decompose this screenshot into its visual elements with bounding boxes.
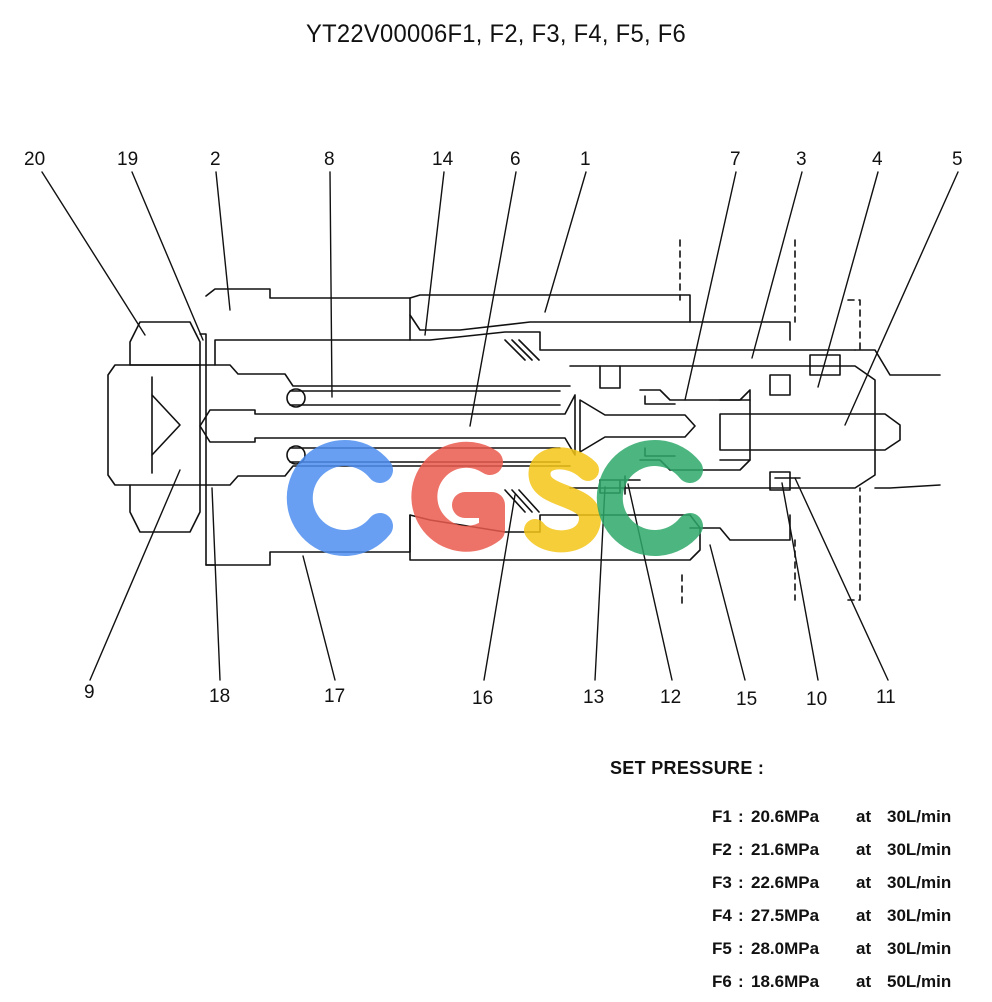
part-labels: 20 19 2 8 14 6 1 7 3 4 5 9 18 17 16 13 1…: [24, 149, 963, 710]
part-label-7: 7: [730, 149, 741, 170]
row-id: F4: [712, 906, 732, 925]
watermark-letter-c1: [286, 440, 393, 556]
row-at: at: [856, 972, 872, 991]
set-pressure-row: F3:22.6MPa at 30L/min: [712, 870, 957, 903]
part-label-1: 1: [580, 149, 591, 170]
part-label-2: 2: [210, 149, 221, 170]
row-id: F2: [712, 840, 732, 859]
watermark-letter-g: [411, 441, 505, 552]
part-label-14: 14: [432, 149, 454, 170]
row-id: F3: [712, 873, 732, 892]
valve-body-outline: [107, 239, 941, 606]
row-at: at: [856, 840, 872, 859]
row-colon: :: [738, 906, 744, 925]
part-label-9: 9: [84, 682, 95, 703]
diagram-title: YT22V00006F1, F2, F3, F4, F5, F6: [305, 20, 687, 48]
leader-lines: [41, 171, 959, 681]
part-label-11: 11: [876, 687, 896, 708]
set-pressure-row: F5:28.0MPa at 30L/min: [712, 936, 957, 969]
row-at: at: [856, 939, 872, 958]
set-pressure-row: F6:18.6MPa at 50L/min: [712, 969, 957, 1002]
row-colon: :: [738, 972, 744, 991]
part-label-12: 12: [660, 687, 681, 708]
set-pressure-heading: SET PRESSURE :: [610, 758, 765, 778]
watermark-letter-s: [524, 447, 601, 553]
row-flow: 30L/min: [887, 873, 952, 892]
row-id: F6: [712, 972, 732, 991]
set-pressure-row: F4:27.5MPa at 30L/min: [712, 903, 957, 936]
row-id: F1: [712, 807, 732, 826]
row-at: at: [856, 906, 872, 925]
row-colon: :: [738, 807, 744, 826]
part-label-4: 4: [872, 149, 883, 170]
part-label-15: 15: [736, 689, 757, 710]
part-label-18: 18: [209, 686, 230, 707]
row-pressure: 18.6MPa: [751, 972, 820, 991]
part-label-3: 3: [796, 149, 807, 170]
watermark-letter-c2: [596, 440, 703, 556]
row-flow: 30L/min: [887, 939, 952, 958]
row-at: at: [856, 807, 872, 826]
row-pressure: 28.0MPa: [751, 939, 820, 958]
row-at: at: [856, 873, 872, 892]
part-label-6: 6: [510, 149, 521, 170]
cgsc-watermark: [286, 440, 703, 556]
part-label-17: 17: [324, 686, 345, 707]
part-label-16: 16: [472, 688, 493, 709]
row-pressure: 21.6MPa: [751, 840, 820, 859]
part-label-5: 5: [952, 149, 963, 170]
row-pressure: 22.6MPa: [751, 873, 820, 892]
row-colon: :: [738, 873, 744, 892]
part-label-8: 8: [324, 149, 335, 170]
row-flow: 30L/min: [887, 906, 952, 925]
row-flow: 30L/min: [887, 840, 952, 859]
part-label-13: 13: [583, 687, 604, 708]
set-pressure-row: F1:20.6MPa at 30L/min: [712, 804, 957, 837]
part-label-20: 20: [24, 149, 45, 170]
row-pressure: 20.6MPa: [751, 807, 820, 826]
part-label-10: 10: [806, 689, 827, 710]
row-colon: :: [738, 939, 744, 958]
row-flow: 50L/min: [887, 972, 952, 991]
row-flow: 30L/min: [887, 807, 952, 826]
part-label-19: 19: [117, 149, 138, 170]
set-pressure-row: F2:21.6MPa at 30L/min: [712, 837, 957, 870]
row-id: F5: [712, 939, 732, 958]
row-colon: :: [738, 840, 744, 859]
row-pressure: 27.5MPa: [751, 906, 820, 925]
